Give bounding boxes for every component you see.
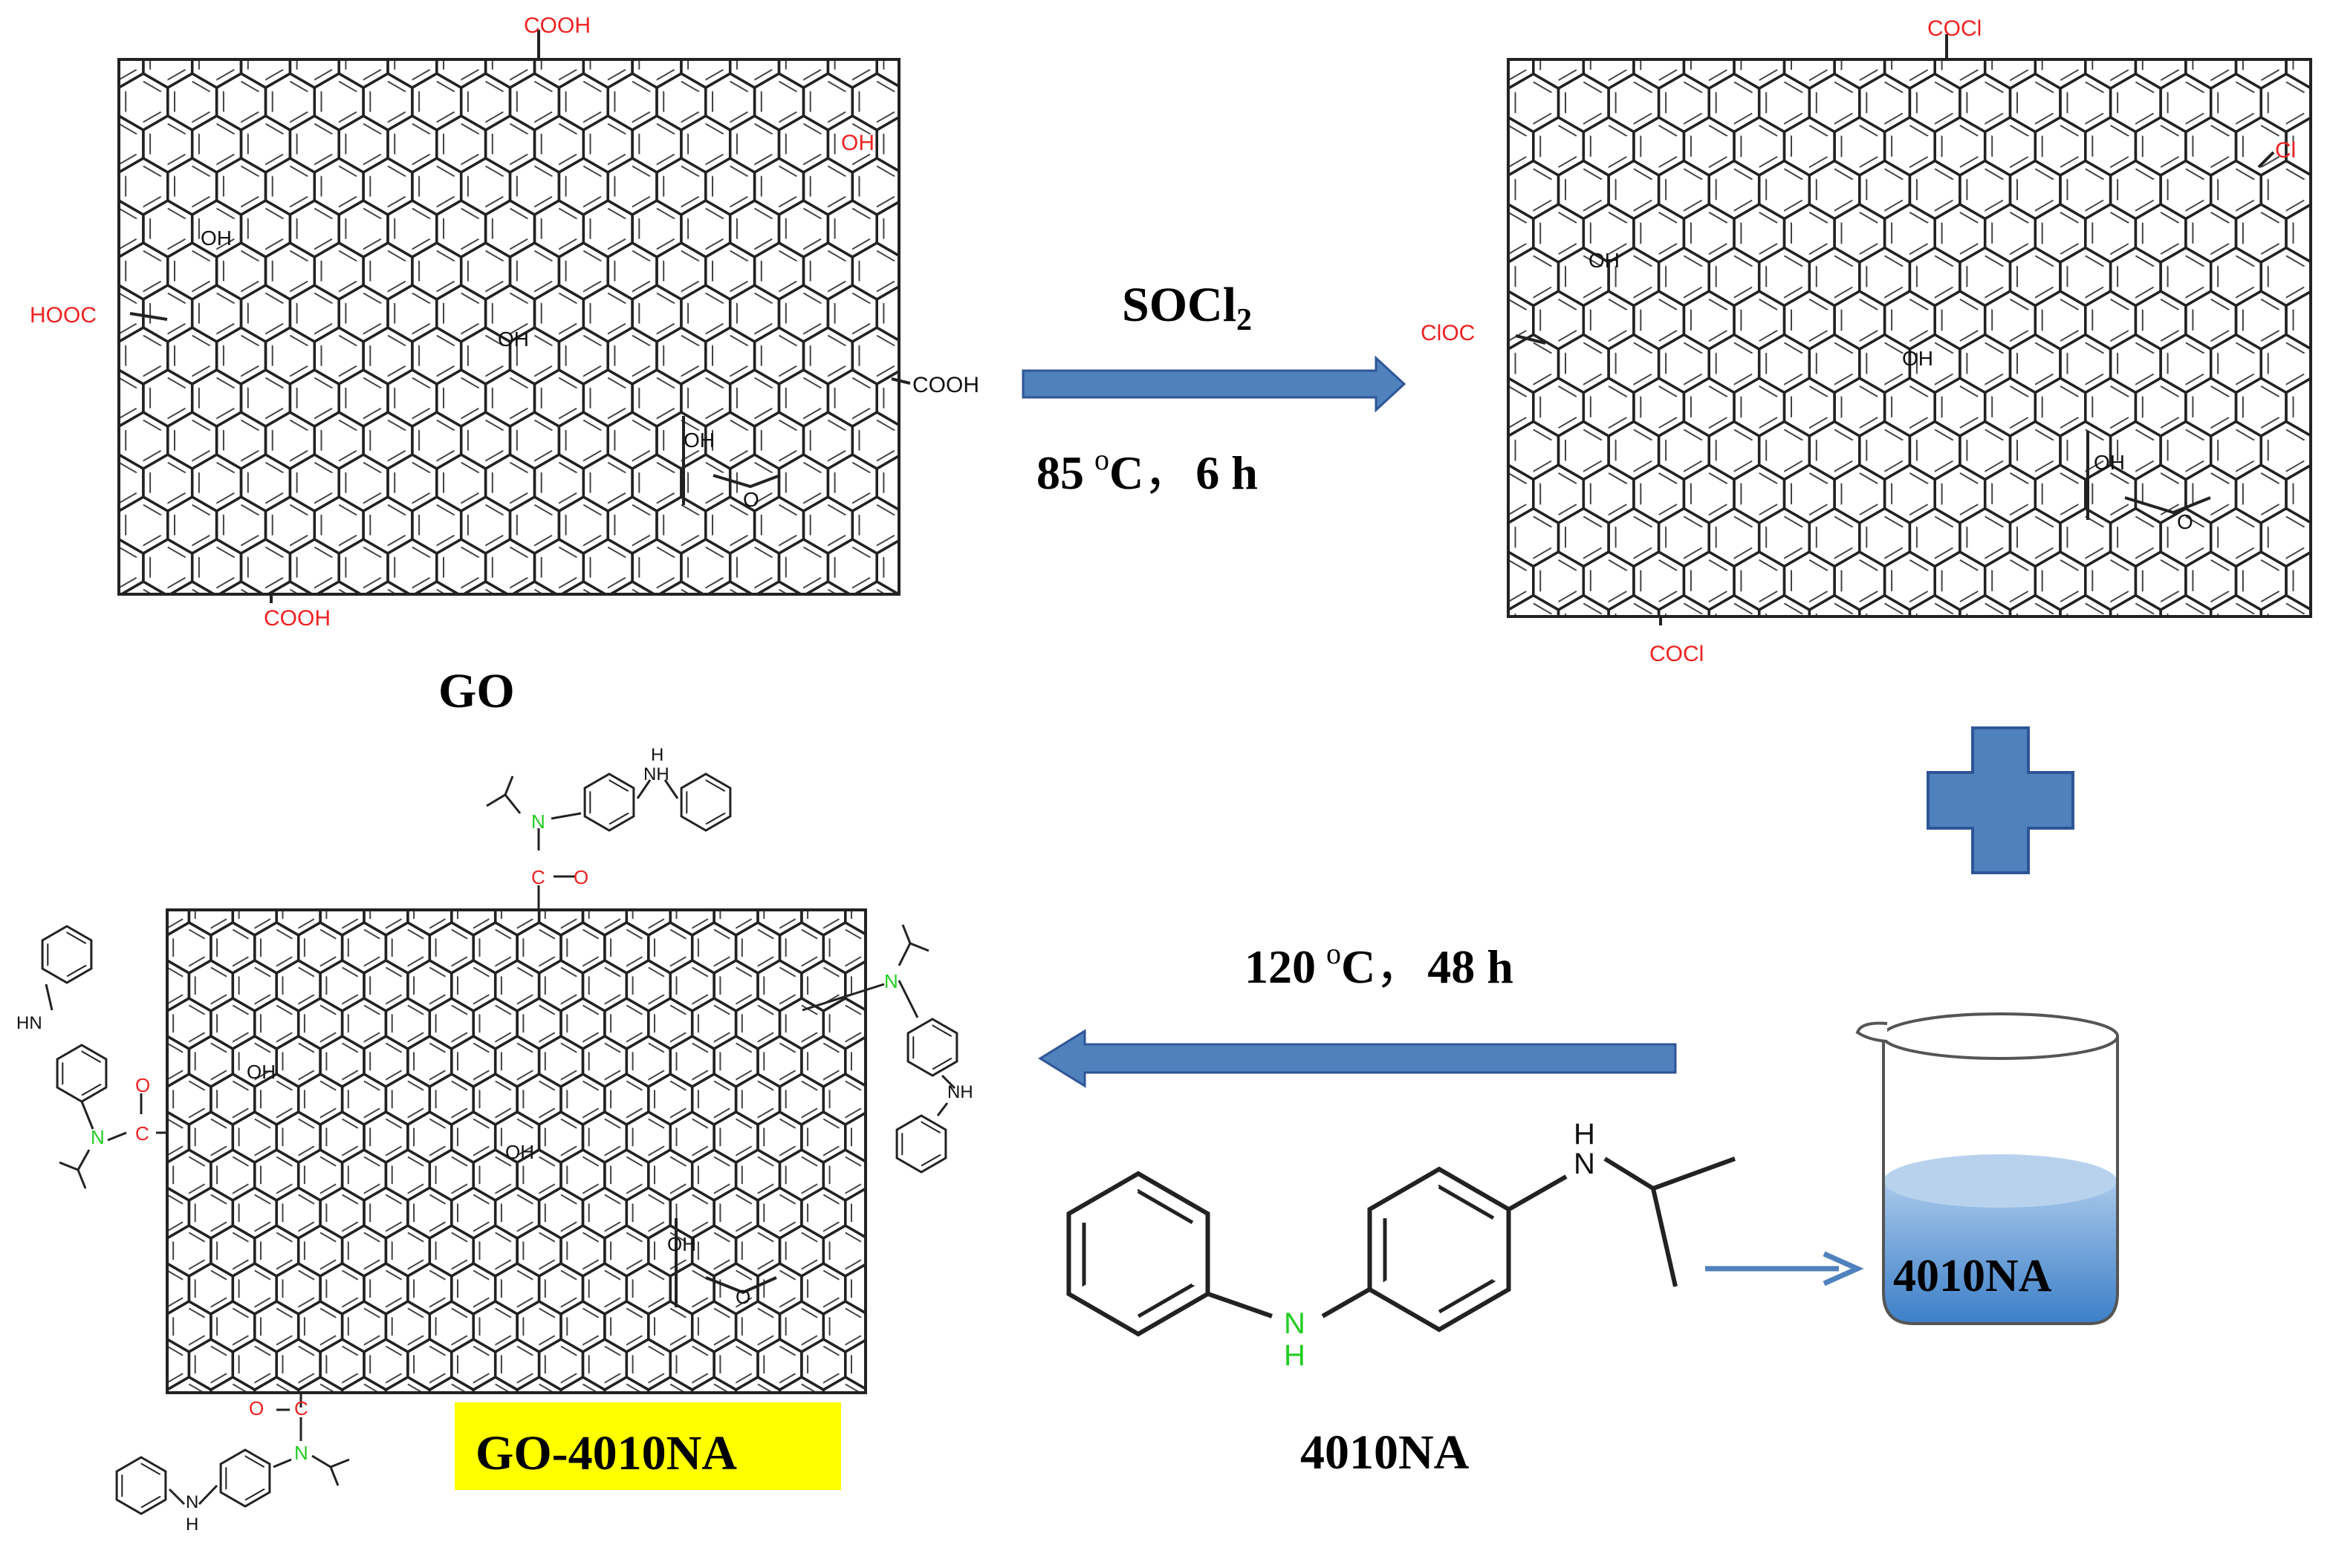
go-label: GO [438, 664, 515, 718]
beaker-spout [1855, 1021, 1888, 1043]
product-right-nh: NH [947, 1082, 973, 1102]
product-bottom-n: N [294, 1442, 308, 1464]
acyl-epoxide-o: O [2177, 510, 2193, 533]
go-cooh-top: COOH [524, 13, 591, 38]
go-sheet-border [117, 58, 900, 596]
product-top-o: O [574, 866, 588, 888]
product-left-o: O [135, 1074, 150, 1096]
transfer-arrow [1705, 1251, 1864, 1286]
acyl-lattice [1508, 59, 2311, 617]
acyl-oh-2: OH [1902, 347, 1933, 370]
product-top-n: N [531, 810, 545, 833]
product-right-n: N [884, 970, 898, 992]
product-bottom-ring-a [115, 1456, 167, 1515]
amine-ring-right [1367, 1166, 1511, 1333]
product-label-highlight [455, 1402, 841, 1490]
beaker-glass [1882, 1036, 2119, 1325]
plus-sign [1927, 726, 2074, 874]
product-top-ring-a [583, 772, 635, 832]
product-bottom-substituent: O C N N H [115, 1393, 350, 1535]
product-bottom-o: O [249, 1397, 264, 1419]
amine-label: 4010NA [1300, 1425, 1470, 1480]
go-lattice [119, 59, 899, 594]
amine-nh-black-n: N [1574, 1148, 1595, 1180]
amine-molecule: N H H N 4010NA [1066, 1118, 1736, 1480]
product-top-c: C [531, 866, 545, 888]
product-right-ring-b [895, 1114, 947, 1174]
acyl-cloc-left: ClOC [1421, 321, 1475, 345]
product-oh-1: OH [247, 1061, 276, 1083]
product-oh-2: OH [505, 1141, 534, 1163]
go-hooc-left: HOOC [30, 303, 97, 328]
acyl-oh-1: OH [1589, 249, 1620, 272]
go-oh-2: OH [498, 328, 529, 351]
acyl-cocl-bottom: COCl [1649, 642, 1704, 666]
product-sheet-border [166, 908, 867, 1394]
product-left-ring-b [56, 1044, 108, 1103]
product-left-ring-a [41, 925, 93, 984]
go-epoxide-o: O [743, 488, 759, 511]
go-cooh-right: COOH [912, 373, 979, 397]
product-bottom-c: C [294, 1397, 308, 1419]
product-bottom-ring-b [219, 1448, 271, 1508]
beaker-rim [1881, 1012, 2119, 1060]
product-top-substituent: N C O H NH [486, 745, 732, 910]
product-left-hn: HN [16, 1013, 42, 1033]
go-sheet: COOH OH HOOC COOH COOH OH OH OH O GO [30, 13, 979, 718]
acyl-sheet: COCl Cl ClOC COCl OH OH OH O [1421, 16, 2312, 666]
amine-nh-green-h: H [1284, 1339, 1305, 1372]
beaker-label: 4010NA [1893, 1251, 2052, 1301]
beaker-liquid-surface [1883, 1154, 2117, 1208]
step1-arrow [1022, 355, 1406, 413]
product-epoxide-o: O [736, 1286, 750, 1308]
product-left-c: C [135, 1122, 149, 1145]
go-cooh-bottom: COOH [264, 606, 331, 631]
beaker-liquid [1883, 1181, 2118, 1324]
go-oh-1: OH [201, 227, 232, 250]
product-right-ring-a [906, 1018, 958, 1077]
amine-nh-green-n: N [1284, 1307, 1305, 1340]
acyl-sheet-border [1507, 58, 2312, 618]
beaker: 4010NA [1855, 1012, 2119, 1325]
step1-reagent: SOCl2 [1122, 278, 1252, 337]
product-oh-3: OH [667, 1233, 696, 1255]
product-label: GO-4010NA [476, 1426, 737, 1480]
product-right-substituent: N NH [802, 924, 973, 1174]
acyl-oh-3: OH [2094, 451, 2125, 474]
go-oh-3: OH [684, 429, 715, 452]
product-sheet: OH OH OH O N C O H NH [16, 745, 973, 1535]
go-oh-top-right: OH [841, 131, 874, 155]
amine-nh-black-h: H [1574, 1118, 1595, 1151]
product-top-ring-b [680, 772, 732, 832]
step2-arrow [1038, 1029, 1677, 1088]
product-top-h: H [651, 745, 663, 765]
amine-ring-left [1066, 1171, 1210, 1337]
product-left-n: N [91, 1126, 105, 1148]
product-left-substituent: O C N HN [16, 925, 167, 1189]
acyl-cl-top-right: Cl [2275, 138, 2296, 163]
product-lattice [167, 910, 866, 1393]
acyl-cocl-top: COCl [1927, 16, 1982, 41]
product-bottom-n-amine: N [186, 1492, 198, 1512]
product-bottom-h: H [186, 1515, 198, 1535]
product-top-nh: NH [643, 764, 669, 784]
